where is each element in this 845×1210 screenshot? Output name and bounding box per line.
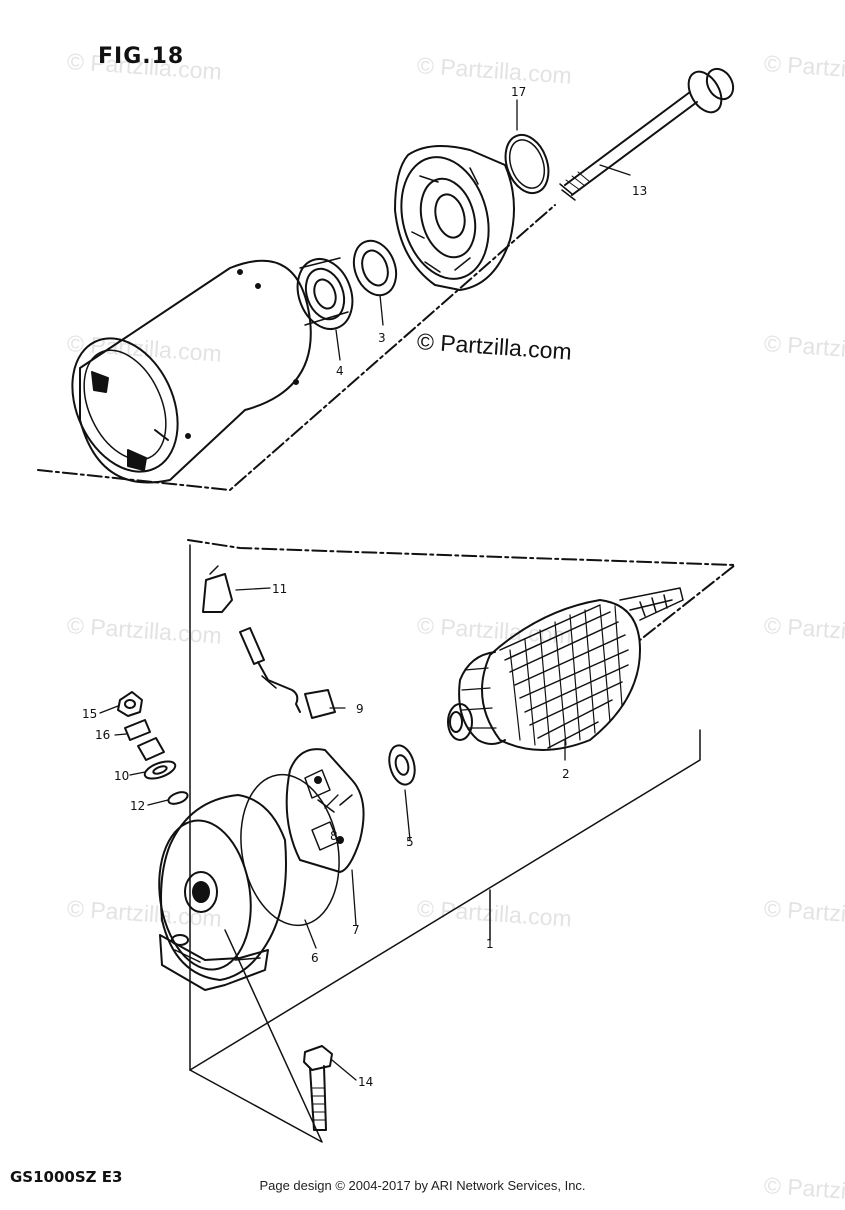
- washer-part-3: [352, 239, 398, 297]
- callout-13: 13: [632, 184, 647, 198]
- callout-3: 3: [378, 331, 386, 345]
- callout-1: 1: [486, 937, 494, 951]
- upper-group-line: [37, 204, 556, 491]
- callout-15: 15: [82, 707, 97, 721]
- figure-title: FIG.18: [98, 44, 185, 69]
- callout-14: 14: [358, 1075, 373, 1089]
- callout-9: 9: [356, 702, 364, 716]
- o-ring-part-17: [504, 133, 550, 195]
- callout-8: 8: [330, 829, 338, 843]
- gasket-part-6: [240, 773, 340, 927]
- callout-2: 2: [562, 767, 570, 781]
- washer-part-5: [388, 744, 416, 786]
- bolt-part-14: [303, 1045, 333, 1131]
- callout-4: 4: [336, 364, 344, 378]
- terminal-part-10-upper: [137, 737, 165, 761]
- callout-5: 5: [406, 835, 414, 849]
- page-footer: Page design © 2004-2017 by ARI Network S…: [259, 1178, 586, 1193]
- callout-labels: 17 13 3 4 11 9 15 16 10 12 2 5 8 7 6 1 1…: [82, 85, 647, 1089]
- lower-group-boundary: [189, 544, 701, 1071]
- reference-line: [189, 929, 323, 1143]
- washer-part-16: [124, 719, 151, 741]
- model-code: GS1000SZ E3: [10, 1168, 123, 1186]
- through-bolt-part-13: [559, 67, 735, 201]
- o-ring-part-12: [167, 791, 189, 805]
- brush-holder-part-11: [202, 565, 233, 613]
- callout-16: 16: [95, 728, 110, 742]
- washer-part-10: [143, 760, 177, 780]
- nut-part-15: [117, 691, 143, 717]
- callout-17: 17: [511, 85, 526, 99]
- armature-part-2: [447, 587, 684, 751]
- brush-part-9: [239, 627, 336, 719]
- callout-7: 7: [352, 923, 360, 937]
- yoke-housing: [71, 259, 312, 484]
- lower-group-boundary: [187, 539, 736, 641]
- callout-11: 11: [272, 582, 287, 596]
- brush-plate-part-7: [285, 748, 365, 873]
- bearing-part-4: [296, 257, 354, 330]
- commutator-end-cover: [158, 794, 287, 991]
- callout-12: 12: [130, 799, 145, 813]
- leader-lines: [99, 99, 631, 1081]
- callout-6: 6: [311, 951, 319, 965]
- end-cover: [394, 145, 515, 291]
- callout-10: 10: [114, 769, 129, 783]
